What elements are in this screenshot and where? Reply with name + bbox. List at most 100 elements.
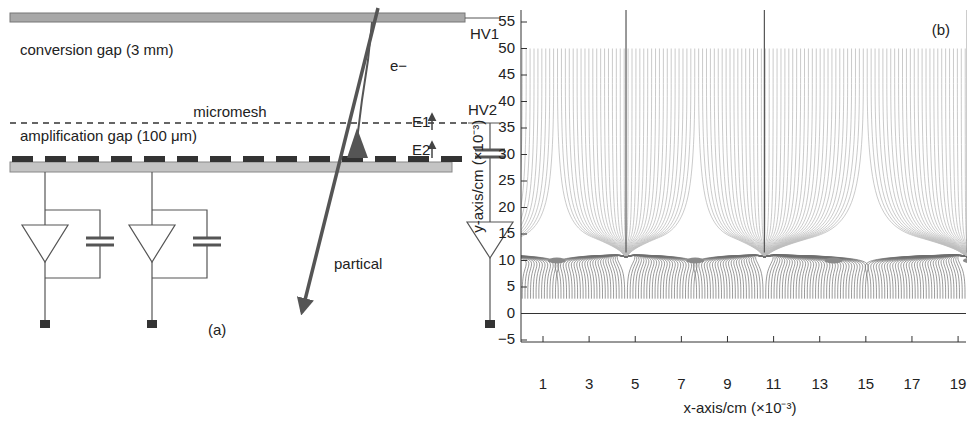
field-line (871, 255, 967, 298)
drift-electrode (10, 13, 500, 22)
field-line (585, 255, 626, 298)
field-line (764, 49, 839, 258)
field-line (626, 49, 679, 258)
field-line (718, 255, 765, 298)
field-line (593, 255, 626, 298)
field-line (579, 255, 626, 298)
tick-mark (958, 336, 959, 342)
tick-label: 45 (498, 66, 515, 83)
field-line (597, 49, 626, 258)
field-line (521, 255, 548, 298)
tick-label: 0 (507, 305, 515, 322)
field-arrow (431, 142, 433, 158)
field-line (558, 255, 626, 298)
terminal-name: HV2 (468, 102, 497, 119)
field-line (764, 49, 820, 258)
anode-strip (12, 156, 33, 162)
field-line (626, 255, 697, 298)
field-line (699, 255, 765, 298)
readout-amplifier (129, 172, 221, 328)
field-line (626, 49, 675, 258)
tick-label: 55 (498, 13, 515, 30)
particle-name: e− (388, 58, 409, 75)
field-line (710, 255, 765, 298)
field-line (603, 255, 626, 298)
tick-mark (727, 336, 728, 342)
field-line (626, 255, 675, 298)
field-line (764, 255, 795, 298)
field-line (757, 49, 764, 258)
mesh-wire (686, 258, 704, 264)
field-line (764, 49, 863, 258)
field-lines (521, 10, 967, 299)
field-line (764, 255, 846, 298)
field-line (601, 255, 626, 298)
field-line (626, 255, 646, 298)
field-line (764, 255, 819, 298)
field-line (764, 49, 769, 258)
field-line (615, 255, 626, 298)
field-line (569, 255, 626, 298)
tick-mark (543, 336, 544, 342)
axis-title: x-axis/cm (×10⁻³) (684, 400, 797, 417)
field-line (764, 255, 843, 298)
field-line (738, 49, 765, 258)
field-line (587, 255, 626, 298)
field-line (626, 49, 656, 258)
field-line (756, 255, 765, 298)
gap-label: conversion gap (3 mm) (20, 42, 173, 59)
field-line (764, 255, 824, 298)
field-line (734, 255, 765, 298)
field-line (764, 255, 816, 298)
field-line (882, 255, 967, 298)
field-line (764, 255, 808, 298)
field-line (898, 255, 967, 298)
field-line (626, 49, 636, 258)
field-line (626, 49, 671, 258)
tick-label: 40 (498, 93, 515, 110)
tick-label: 1 (539, 376, 547, 393)
field-line (598, 255, 626, 298)
field-line (626, 255, 665, 298)
field-line (626, 255, 670, 298)
field-line (764, 49, 812, 258)
field-line (608, 255, 626, 298)
field-line (876, 255, 967, 298)
anode-strip (177, 156, 198, 162)
field-line (722, 49, 764, 258)
field-line (931, 255, 967, 298)
field-line (764, 49, 792, 258)
tick-label: 15 (498, 225, 515, 242)
field-line (764, 49, 855, 258)
field-line (914, 255, 967, 298)
field-line (521, 255, 542, 298)
tick-mark (521, 234, 527, 235)
field-line (521, 255, 553, 298)
field-line (879, 255, 967, 298)
field-line (751, 255, 764, 298)
gap-label: amplification gap (100 μm) (20, 128, 197, 145)
field-line (577, 49, 626, 258)
field-line (746, 49, 765, 258)
field-line (942, 49, 967, 258)
tick-label: 11 (766, 376, 782, 393)
field-line (731, 255, 764, 298)
field-line (868, 255, 967, 298)
field-line (764, 255, 797, 298)
tick-mark (773, 336, 774, 342)
field-line (750, 49, 765, 258)
field-line (874, 255, 967, 298)
anode-strip (210, 156, 231, 162)
field-line (764, 49, 816, 258)
field-line (606, 255, 626, 298)
field-line (754, 49, 765, 258)
field-line (764, 49, 851, 258)
field-line (626, 255, 694, 298)
field-line (625, 10, 626, 253)
anode-strip (243, 156, 264, 162)
field-line (901, 255, 967, 298)
field-line (912, 255, 967, 298)
field-line (961, 49, 967, 258)
field-line (521, 255, 526, 298)
field-line (953, 49, 967, 258)
